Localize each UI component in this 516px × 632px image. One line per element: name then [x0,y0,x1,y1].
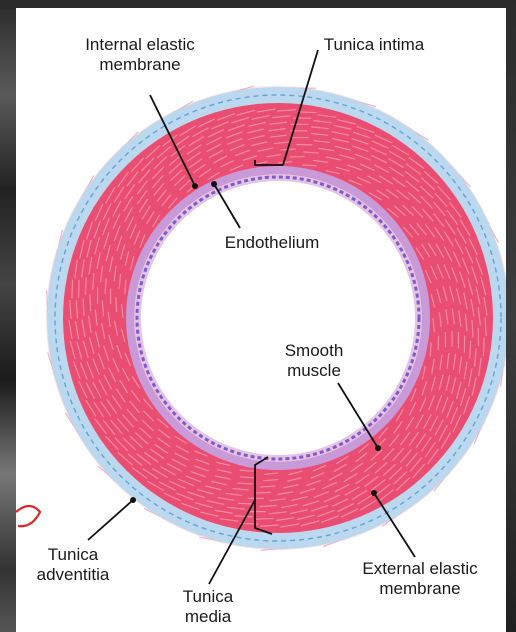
leader-tunica-adventitia [88,500,133,540]
red-pen-mark [16,506,40,526]
dot-endothelium [211,181,217,187]
smooth-muscle-fiber [255,492,271,493]
label-tunica-media-line1: Tunica [183,587,234,606]
label-tunica-adventitia-line2: adventitia [37,565,110,584]
label-tunica-adventitia-line1: Tunica [48,545,99,564]
label-tunica-intima: Tunica intima [324,35,425,54]
label-endothelium: Endothelium [225,233,320,252]
label-tunica-media-line2: media [185,607,232,626]
dot-tunica-adventitia [130,497,136,503]
label-internal-elastic-line2: membrane [99,55,180,74]
lumen [141,181,415,455]
label-internal-elastic-line1: Internal elastic [85,35,195,54]
smooth-muscle-fiber [90,294,91,311]
dot-internal-elastic [192,183,198,189]
smooth-muscle-fiber [72,280,73,299]
dot-external-elastic [371,490,377,496]
smooth-muscle-fiber [79,280,80,298]
smooth-muscle-fiber [298,112,317,113]
smooth-muscle-fiber [255,518,273,519]
smooth-muscle-fiber [240,477,255,478]
label-smooth-muscle-line1: Smooth [285,341,344,360]
label-external-elastic-line2: membrane [379,579,460,598]
smooth-muscle-fiber [116,297,117,312]
label-external-elastic-line1: External elastic [362,559,478,578]
dot-smooth-muscle [375,445,381,451]
smooth-muscle-fiber [483,338,484,357]
label-smooth-muscle-line2: muscle [287,361,341,380]
